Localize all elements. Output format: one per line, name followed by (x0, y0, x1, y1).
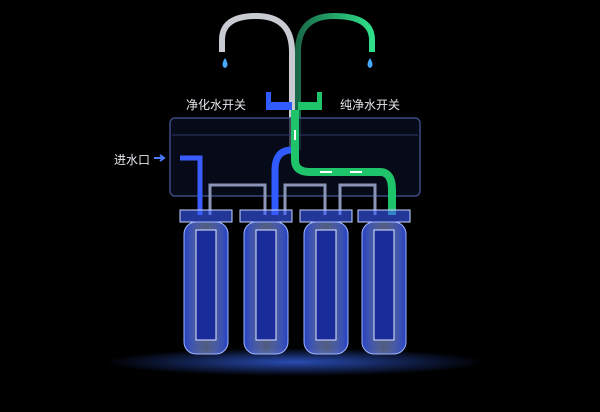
filter-2 (239, 209, 293, 355)
pure-water-switch[interactable] (298, 92, 322, 110)
pure-faucet (295, 12, 375, 150)
pure-switch-label: 纯净水开关 (340, 98, 401, 112)
inlet-pipe (180, 155, 203, 215)
filter-1 (179, 209, 233, 355)
pure-water-pipe (291, 110, 396, 215)
purified-water-pipe (271, 146, 293, 215)
floor-glow (105, 348, 485, 376)
purified-water-switch[interactable] (266, 92, 292, 110)
filter-4 (357, 209, 411, 355)
water-drop-icon (367, 58, 373, 68)
water-drop-icon (222, 58, 228, 68)
inlet-label: 进水口 (114, 153, 151, 167)
inlet-arrow-icon (154, 154, 166, 162)
purified-faucet (219, 12, 295, 150)
filter-3 (299, 209, 353, 355)
purified-switch-label: 净化水开关 (186, 98, 247, 112)
